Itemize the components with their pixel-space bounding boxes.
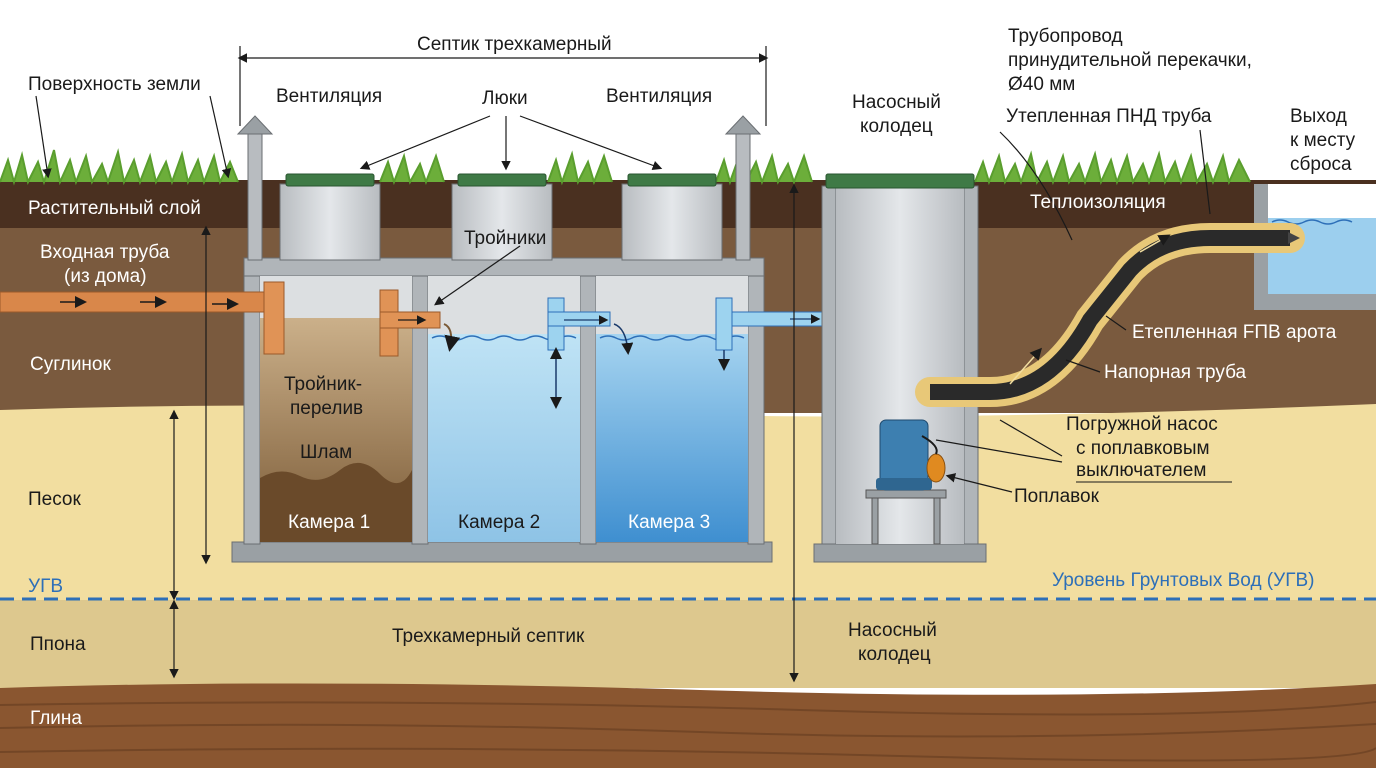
outlet-2: к месту — [1290, 130, 1356, 151]
bottom-well-2: колодец — [858, 644, 931, 665]
ppona-layer — [0, 600, 1376, 688]
bottom-well-1: Насосный — [848, 620, 937, 641]
thermal-insulation-label: Теплоизоляция — [1030, 192, 1166, 213]
pipeline-3: Ø40 мм — [1008, 74, 1075, 95]
clay-label: Глина — [30, 708, 82, 729]
pump-label-2: с поплавковым — [1076, 438, 1210, 459]
pipeline-2: принудительной перекачки, — [1008, 50, 1252, 71]
pump-well-top-2: колодец — [860, 116, 933, 137]
gwl-short-label: УГВ — [28, 576, 63, 597]
septic-tank — [231, 115, 773, 563]
clay-texture — [0, 701, 1376, 762]
gwl-long-label: Уровень Грунтовых Вод (УГВ) — [1052, 570, 1315, 591]
insulated-pipe-2-label: Етепленная FПВ арота — [1132, 322, 1337, 343]
sand-label: Песок — [28, 489, 82, 510]
chamber-1-label: Камера 1 — [288, 512, 370, 533]
sludge-label: Шлам — [300, 442, 352, 463]
topsoil-label: Растительный слой — [28, 198, 201, 219]
leader-lines — [35, 46, 1211, 683]
pump-well — [813, 173, 987, 563]
bottom-septic-label: Трехкамерный септик — [392, 626, 585, 647]
float-label: Поплавок — [1014, 486, 1100, 507]
pipeline-1: Трубопровод — [1008, 26, 1123, 47]
vent-right-label: Вентиляция — [606, 86, 712, 107]
loam-label: Суглинок — [30, 354, 111, 375]
pump-label-3: выключателем — [1076, 460, 1206, 481]
insulated-pipe-label: Утепленная ПНД труба — [1006, 106, 1212, 127]
overflow-tee-2: перелив — [290, 398, 363, 419]
pump-label-1: Погружной насос — [1066, 414, 1218, 435]
float-switch — [926, 453, 946, 483]
inlet-label-2: (из дома) — [64, 266, 147, 287]
pressure-pipe-label: Напорная труба — [1104, 362, 1247, 383]
outlet-1: Выход — [1290, 106, 1347, 127]
pump-well-top-1: Насосный — [852, 92, 941, 113]
clay-layer — [0, 683, 1376, 768]
ppona-label: Ппона — [30, 634, 86, 655]
chamber-2-label: Камера 2 — [458, 512, 540, 533]
outlet-3: сброса — [1290, 154, 1352, 175]
overflow-tee-1: Тройник- — [284, 374, 362, 395]
sky-area — [0, 0, 1376, 182]
inlet-label-1: Входная труба — [40, 242, 170, 263]
pressure-pipe — [915, 223, 1305, 407]
tees-label: Тройники — [464, 228, 546, 249]
chamber-3-label: Камера 3 — [628, 512, 710, 533]
hatches-label: Люки — [482, 88, 528, 109]
title-label: Септик трехкамерный — [417, 34, 612, 55]
vent-left-label: Вентиляция — [276, 86, 382, 107]
ground-surface-label: Поверхность земли — [28, 74, 201, 95]
